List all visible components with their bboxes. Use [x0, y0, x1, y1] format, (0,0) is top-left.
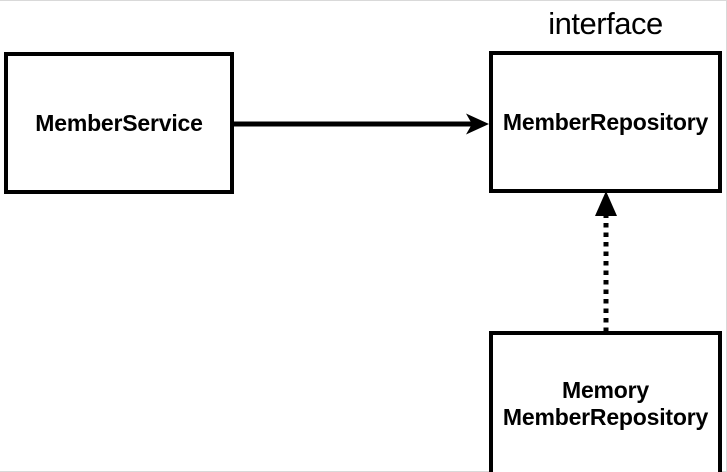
dependency-arrow-service-to-repository: [230, 113, 489, 135]
realization-arrow-memory-to-repository: [595, 191, 617, 332]
interface-stereotype-label: interface: [548, 6, 663, 41]
dependency-arrow-head: [466, 113, 489, 135]
class-box-member-service[interactable]: MemberService: [4, 52, 234, 194]
class-box-memory-member-repository-label: Memory MemberRepository: [502, 376, 709, 430]
class-box-memory-member-repository[interactable]: Memory MemberRepository: [489, 331, 722, 472]
realization-arrow-head: [595, 191, 617, 216]
class-box-member-repository[interactable]: MemberRepository: [489, 51, 722, 193]
class-box-member-service-label: MemberService: [35, 109, 203, 136]
class-box-member-repository-label: MemberRepository: [502, 108, 709, 135]
